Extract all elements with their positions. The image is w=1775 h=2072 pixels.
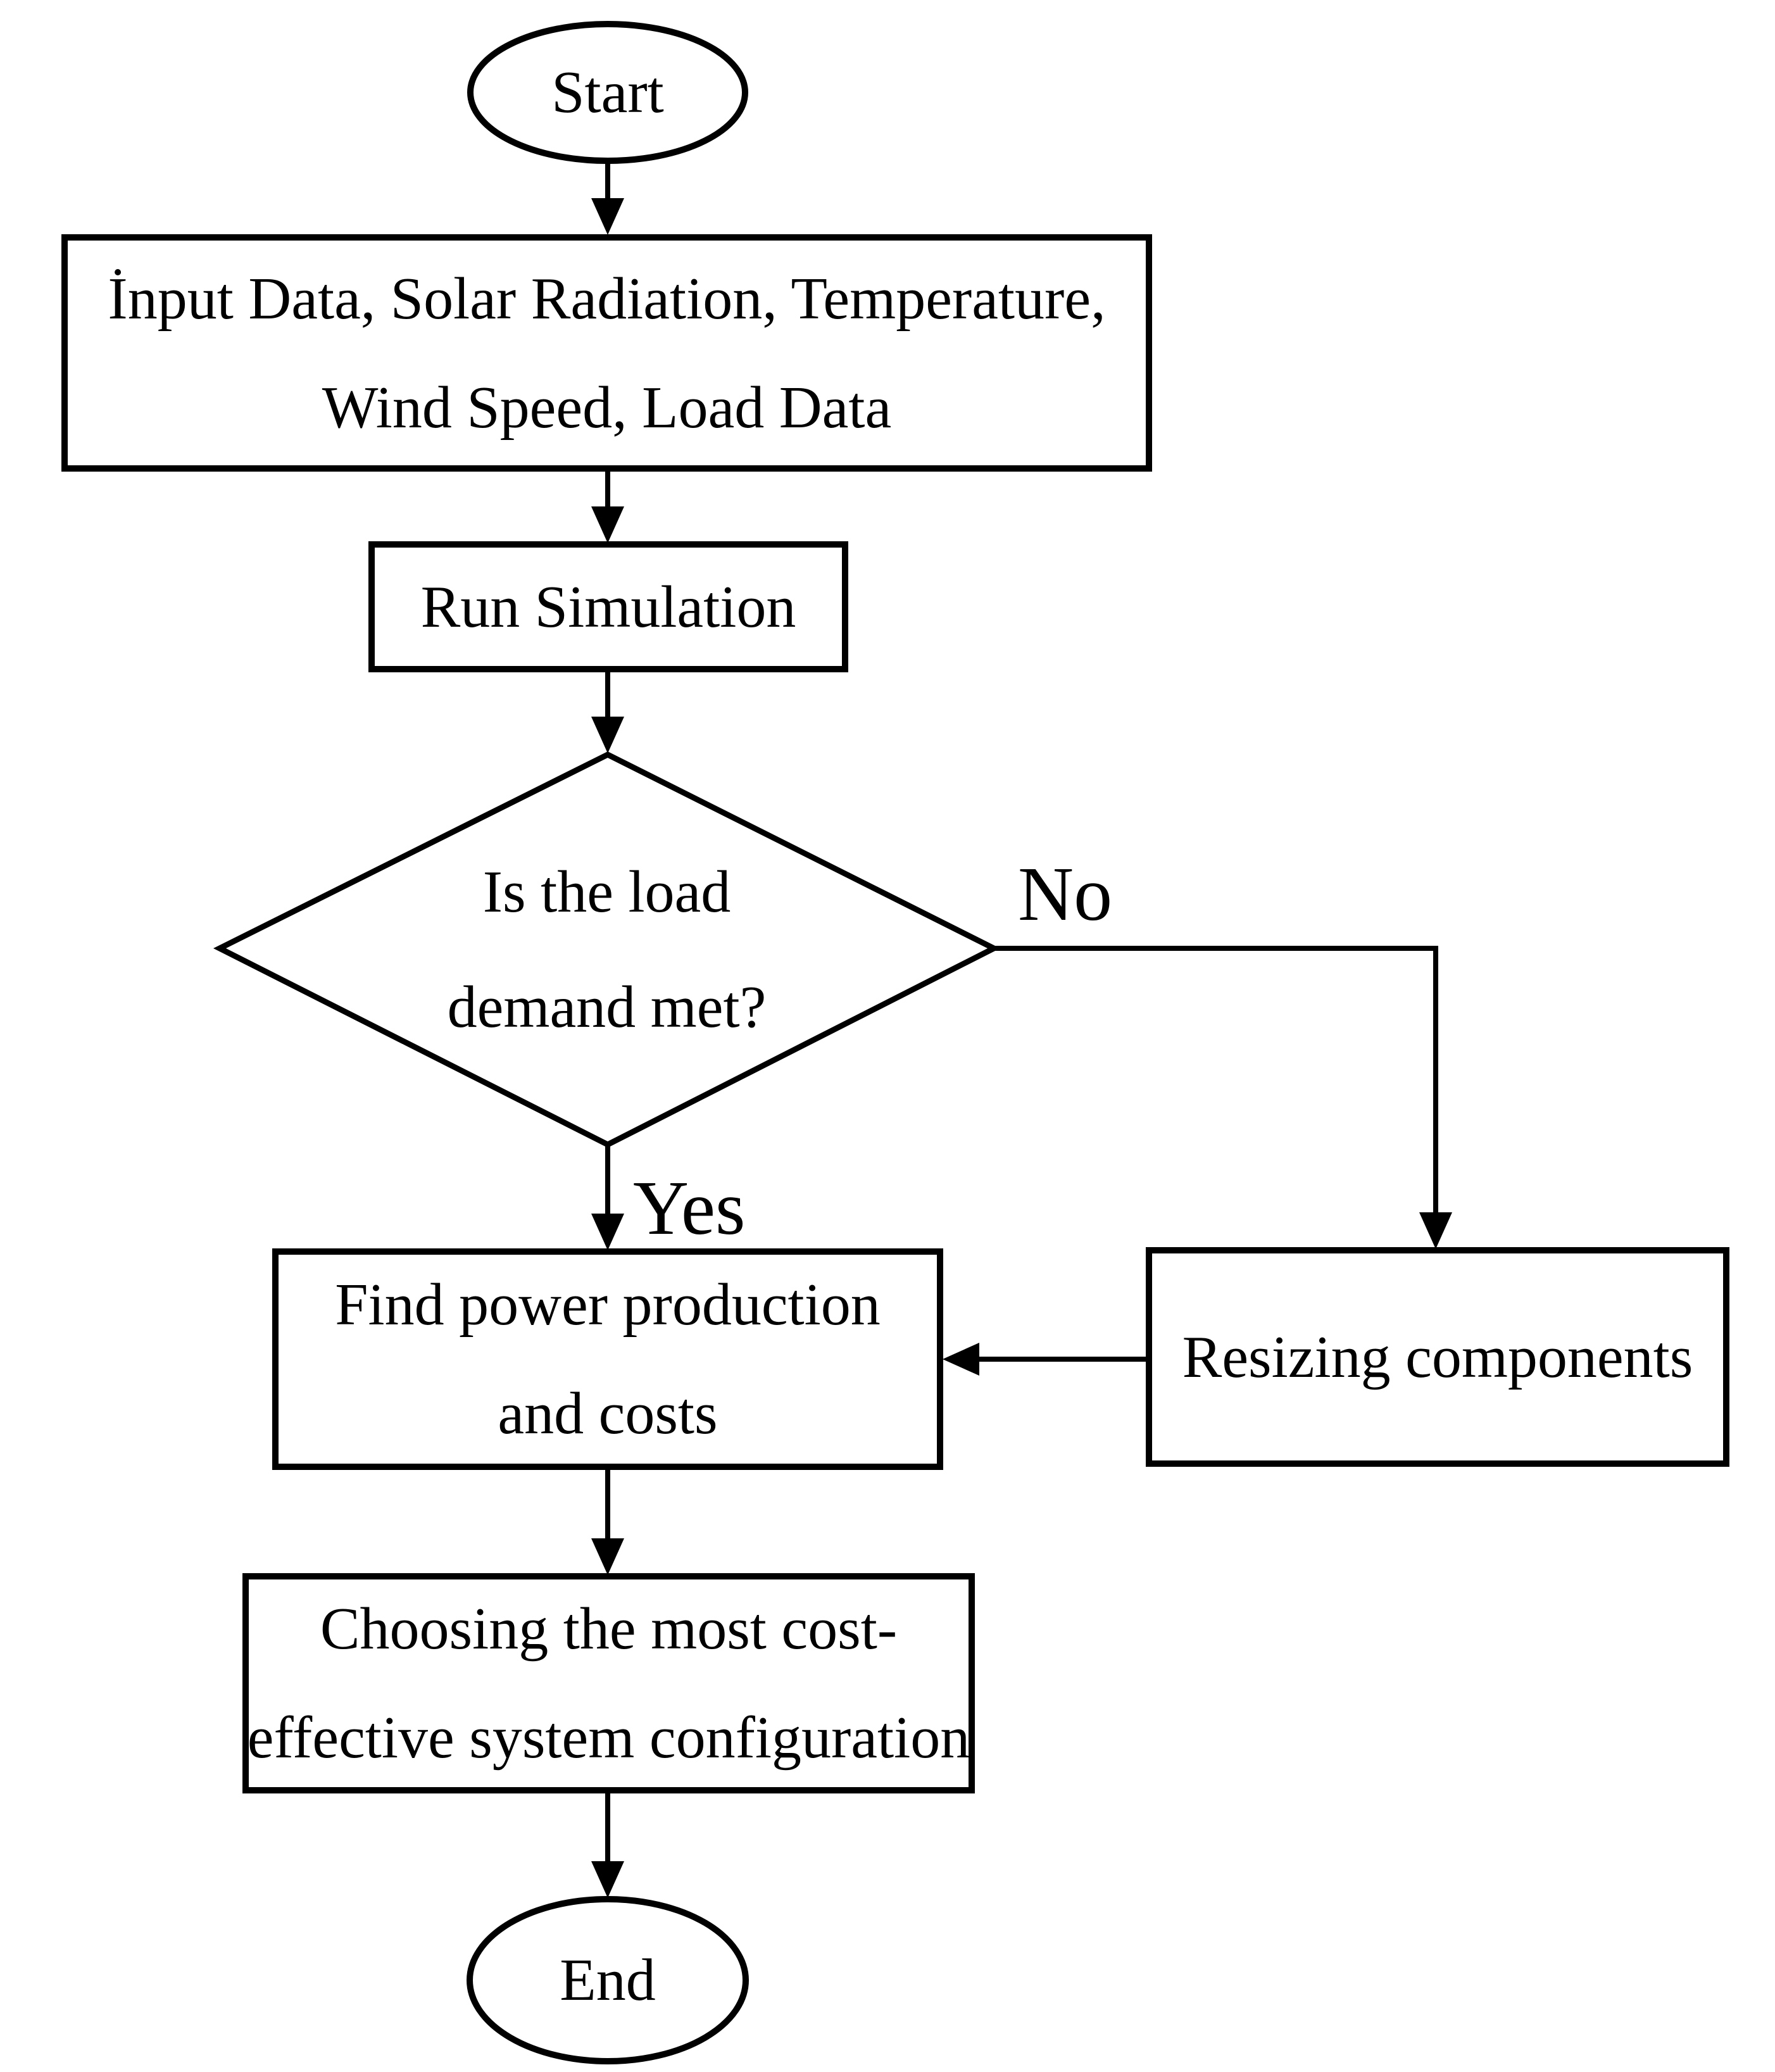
arrowhead-start-to-input — [591, 198, 624, 235]
resizing-components-box-shape — [1146, 1247, 1729, 1467]
choose-configuration-box-shape — [242, 1573, 975, 1793]
arrowhead-run-to-decision — [591, 717, 624, 753]
arrowhead-decision-to-resizing — [1419, 1212, 1452, 1249]
input-data-box-shape — [61, 234, 1152, 472]
end-terminator-shape — [467, 1896, 749, 2064]
start-terminator-shape — [467, 21, 748, 164]
arrowhead-find-to-choosing — [591, 1538, 624, 1575]
arrow-decision-to-resizing — [994, 946, 1438, 1213]
arrowhead-decision-to-find — [591, 1214, 624, 1250]
arrowhead-resizing-to-find — [943, 1343, 979, 1376]
arrowhead-input-to-run — [591, 506, 624, 543]
run-simulation-box-shape — [368, 541, 848, 672]
find-power-box-shape — [272, 1248, 943, 1470]
arrowhead-choosing-to-end — [591, 1861, 624, 1898]
load-demand-decision-diamond-shape — [213, 751, 1000, 1148]
